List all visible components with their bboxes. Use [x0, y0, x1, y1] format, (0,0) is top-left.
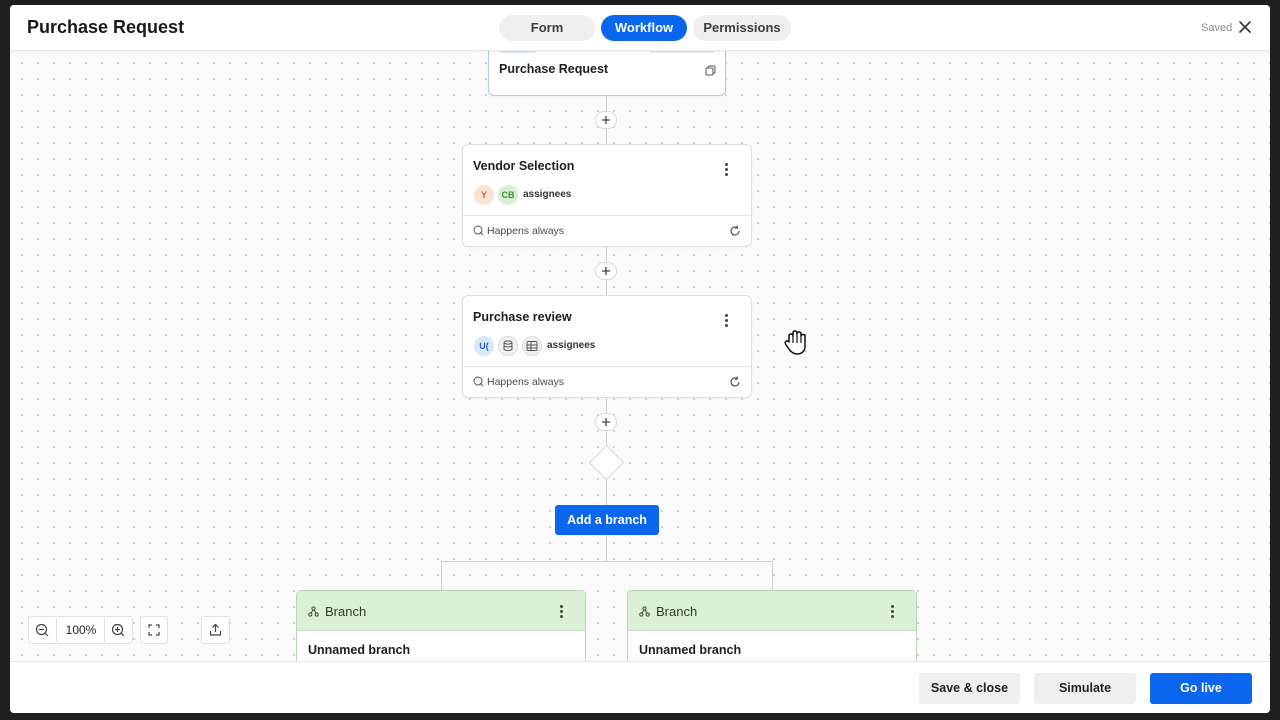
- avatar: CB: [498, 185, 518, 205]
- refresh-icon[interactable]: [729, 225, 741, 237]
- start-node-badge: [499, 51, 537, 53]
- branch-header: Branch: [297, 591, 585, 631]
- card-divider: [463, 366, 751, 367]
- workflow-editor-window: Purchase Request Form Workflow Permissio…: [10, 5, 1270, 713]
- zoom-out-button[interactable]: [28, 616, 57, 644]
- go-live-button[interactable]: Go live: [1150, 673, 1252, 704]
- branch-header-label: Branch: [656, 604, 698, 619]
- branch-name: Unnamed branch: [639, 643, 742, 657]
- condition-row[interactable]: Happens always: [473, 225, 564, 237]
- save-close-button[interactable]: Save & close: [919, 673, 1020, 704]
- condition-row[interactable]: Happens always: [473, 376, 564, 388]
- plus-icon: [602, 116, 610, 124]
- refresh-icon[interactable]: [729, 376, 741, 388]
- connector-line: [606, 476, 607, 505]
- fullscreen-icon: [148, 624, 160, 636]
- fit-view-button[interactable]: [140, 616, 168, 644]
- condition-label: Happens always: [487, 225, 565, 237]
- export-button[interactable]: [201, 616, 230, 644]
- branch-icon: [639, 606, 650, 617]
- step-menu-button[interactable]: [719, 312, 733, 328]
- branch-icon: [308, 606, 319, 617]
- database-icon: [498, 336, 518, 356]
- add-step-button[interactable]: [595, 111, 617, 129]
- tab-permissions[interactable]: Permissions: [693, 15, 791, 41]
- add-step-button[interactable]: [595, 262, 617, 280]
- grab-cursor-icon: [784, 330, 806, 355]
- branch-connector-line: [772, 561, 773, 590]
- plus-icon: [602, 267, 610, 275]
- branch-menu-button[interactable]: [554, 603, 568, 619]
- start-node-card[interactable]: Purchase Request: [488, 51, 726, 96]
- saved-status: Saved: [1201, 22, 1233, 34]
- zoom-in-icon: [111, 623, 125, 637]
- header-bar: Purchase Request Form Workflow Permissio…: [10, 5, 1270, 51]
- branch-header: Branch: [628, 591, 916, 631]
- start-node-tag: [649, 51, 715, 53]
- branch-card[interactable]: Branch Unnamed branch: [296, 590, 586, 661]
- add-step-button[interactable]: [595, 413, 617, 431]
- branch-diamond: [588, 444, 625, 481]
- footer-bar: Save & close Simulate Go live: [10, 661, 1270, 713]
- avatar: U(: [474, 336, 494, 356]
- step-menu-button[interactable]: [719, 161, 733, 177]
- branch-header-label: Branch: [325, 604, 367, 619]
- avatar: Y: [474, 185, 494, 205]
- condition-icon: [473, 376, 484, 387]
- close-icon[interactable]: [1238, 20, 1252, 34]
- add-branch-button[interactable]: Add a branch: [555, 505, 659, 535]
- tab-workflow[interactable]: Workflow: [601, 15, 687, 41]
- step-title: Vendor Selection: [473, 159, 575, 173]
- step-card-vendor-selection[interactable]: Vendor Selection Y CB assignees Happens …: [462, 144, 752, 247]
- simulate-button[interactable]: Simulate: [1034, 673, 1136, 704]
- zoom-out-icon: [35, 623, 49, 637]
- zoom-level: 100%: [57, 616, 105, 644]
- start-node-title: Purchase Request: [499, 62, 609, 76]
- table-icon: [522, 336, 542, 356]
- card-divider: [463, 215, 751, 216]
- condition-label: Happens always: [487, 376, 565, 388]
- step-card-purchase-review[interactable]: Purchase review U( assignees Happens alw…: [462, 295, 752, 398]
- zoom-in-button[interactable]: [104, 616, 133, 644]
- workflow-canvas[interactable]: Purchase Request Vendor Selection Y CB a…: [10, 51, 1270, 661]
- upload-icon: [209, 623, 222, 636]
- step-title: Purchase review: [473, 310, 572, 324]
- assignees-label: assignees: [523, 189, 572, 200]
- branch-card[interactable]: Branch Unnamed branch: [627, 590, 917, 661]
- condition-icon: [473, 225, 484, 236]
- page-title: Purchase Request: [27, 17, 185, 37]
- tab-form[interactable]: Form: [499, 15, 595, 41]
- connector-line: [606, 535, 607, 561]
- copy-icon[interactable]: [705, 65, 716, 76]
- assignees-label: assignees: [547, 340, 596, 351]
- branch-connector-line: [441, 561, 442, 590]
- branch-menu-button[interactable]: [885, 603, 899, 619]
- branch-name: Unnamed branch: [308, 643, 411, 657]
- plus-icon: [602, 418, 610, 426]
- branch-connector-line: [441, 561, 773, 562]
